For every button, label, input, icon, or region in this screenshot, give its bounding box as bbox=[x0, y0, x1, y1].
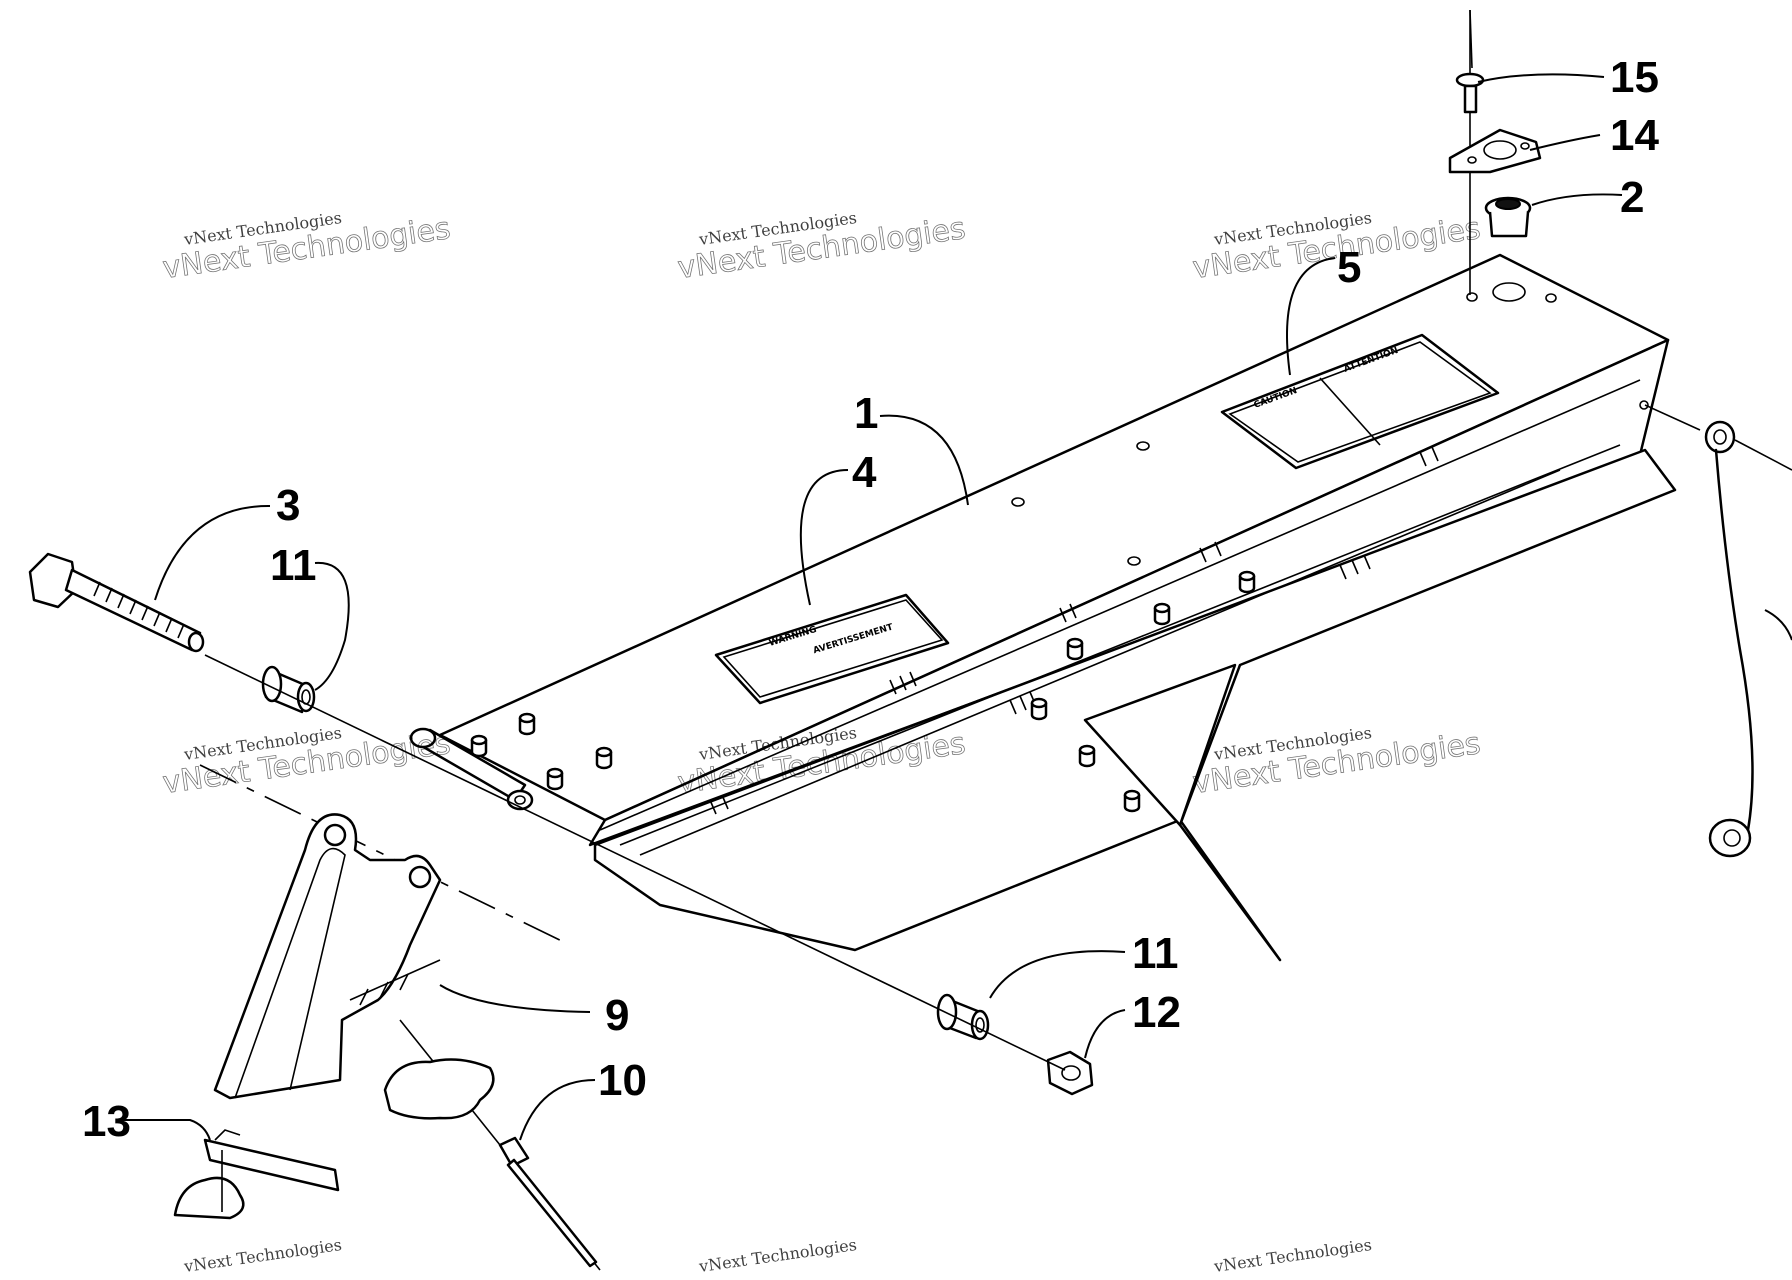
pivot-tube bbox=[409, 727, 534, 811]
bracket-plate bbox=[1448, 128, 1542, 174]
main-rail-assembly bbox=[409, 253, 1677, 962]
callout-1: 1 bbox=[854, 389, 878, 438]
warning-decal: WARNING AVERTISSEMENT bbox=[714, 593, 950, 705]
hinge-strap bbox=[203, 1129, 340, 1192]
callout-14: 14 bbox=[1610, 111, 1659, 160]
callout-4: 4 bbox=[852, 448, 877, 497]
callout-labels: 1 4 3 11 5 15 14 2 9 10 11 12 13 bbox=[82, 53, 1659, 1146]
torn-fragment-left bbox=[173, 1150, 245, 1220]
bushing-lower bbox=[936, 993, 990, 1041]
rivet-top bbox=[1455, 9, 1485, 114]
callout-10: 10 bbox=[598, 1056, 647, 1105]
hinge-bracket bbox=[213, 813, 442, 1100]
tether-cable bbox=[1704, 420, 1792, 858]
callout-3: 3 bbox=[276, 481, 300, 530]
watermark-text: vNext Technologies bbox=[182, 1235, 343, 1276]
callout-11-upper: 11 bbox=[270, 541, 317, 590]
callout-11-lower: 11 bbox=[1132, 929, 1179, 978]
torn-fragment-right bbox=[383, 1058, 495, 1120]
callout-12: 12 bbox=[1132, 988, 1181, 1037]
bushing-upper bbox=[261, 665, 316, 714]
callout-15: 15 bbox=[1610, 53, 1659, 102]
nut-part bbox=[1046, 1050, 1094, 1096]
leader-lines bbox=[120, 73, 1792, 1141]
callout-2: 2 bbox=[1620, 173, 1644, 222]
watermark-text: vNext Technologies bbox=[1212, 1235, 1373, 1276]
grommet-part bbox=[1484, 196, 1532, 238]
callout-9: 9 bbox=[605, 991, 629, 1040]
callout-5: 5 bbox=[1337, 243, 1361, 292]
callout-13: 13 bbox=[82, 1097, 131, 1146]
watermark-text: vNext Technologies bbox=[697, 1235, 858, 1276]
rivet-lower bbox=[399, 1019, 601, 1271]
bolt-part bbox=[28, 552, 205, 653]
